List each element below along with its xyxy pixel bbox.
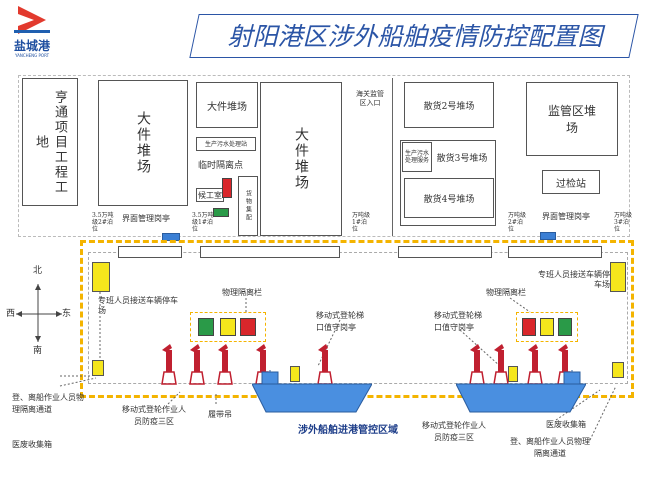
mobile-gangway-left-label: 移动式登轮梯口值守岗亭 [316, 311, 364, 332]
phys-barrier-right-frame [516, 312, 578, 342]
cargo-collection: 货物集配 [238, 176, 258, 236]
barrier-right-yellow [540, 318, 554, 336]
sewage-station-2: 生产污水处理服务 [402, 142, 432, 172]
border-booth-left-label: 界面管理岗亭 [122, 214, 170, 223]
ship-left-icon [252, 370, 372, 413]
loose-yard-2: 散货2号堆场 [404, 82, 494, 128]
parking-left [92, 262, 110, 292]
compass-icon [16, 284, 62, 342]
supervision-yard: 监管区堆场 [526, 82, 618, 156]
crawler-crane-label: 履带吊 [208, 410, 232, 419]
compass: 北 南 西 东 [6, 262, 72, 356]
small-yellow-left [92, 360, 104, 376]
border-booth-right-label: 界面管理岗亭 [542, 212, 590, 221]
compass-north: 北 [33, 266, 43, 276]
loose-yard-3: 散货3号堆场 [436, 153, 488, 164]
page-title: 射阳港区涉外船舶疫情防控配置图 [227, 22, 603, 51]
bulk-yard-3: 大件堆场 [260, 82, 342, 236]
quay-strip-1 [118, 246, 182, 258]
compass-south: 南 [33, 346, 43, 356]
mobile-gangway-right-label: 移动式登轮梯口值守岗亭 [434, 311, 482, 332]
isolation-green-room [213, 208, 229, 217]
small-yellow-mid [290, 366, 300, 382]
waste-bin-right-label: 医废收集箱 [546, 420, 586, 429]
quay-strip-4 [508, 246, 602, 258]
gangway-zone-right-label: 移动式登轮作业人员防疫三区 [422, 421, 486, 442]
border-booth-right [540, 232, 556, 240]
logo-mark-icon [14, 6, 50, 34]
shuttle-parking-left-label: 专班人员接送车辆停车场 [98, 296, 178, 315]
phys-barrier-left-frame [190, 312, 266, 342]
waste-bin-left-label: 医废收集箱 [12, 440, 52, 449]
shuttle-parking-right-label: 专班人员接送车辆停车场 [538, 270, 610, 289]
barrier-right-red [522, 318, 536, 336]
barrier-left-yellow [220, 318, 236, 336]
barrier-right-green [558, 318, 572, 336]
sewage-station-1: 生产污水处理站 [196, 137, 256, 151]
phys-barrier-left-label: 物理隔离栏 [222, 288, 262, 297]
quay-strip-3 [398, 246, 492, 258]
parking-right [610, 262, 626, 292]
loose-yard-4: 散货4号堆场 [404, 178, 494, 218]
bulk-yard-2: 大件堆场 [196, 82, 258, 128]
isolation-red-room [222, 178, 232, 198]
bulk-yard-1: 大件堆场 [98, 80, 188, 206]
compass-east: 东 [62, 309, 72, 319]
berth-10-1: 万吨级1#泊位 [352, 212, 371, 233]
berth-10-3: 万吨级3#泊位 [614, 212, 633, 233]
customs-entry-line [392, 78, 393, 236]
temporary-isolation-label: 临时隔离点 [198, 161, 244, 171]
quay-strip-2 [200, 246, 340, 258]
land-area [18, 75, 630, 237]
control-zone-label: 涉外船舶进港管控区域 [298, 425, 398, 436]
checkpoint: 过检站 [542, 170, 600, 194]
ship-right-icon [456, 370, 586, 413]
hengtong-site: 亨通项目工程工地 [22, 78, 78, 206]
logo-text: 盐城港 [13, 39, 50, 53]
barrier-left-green [198, 318, 214, 336]
phys-barrier-right-label: 物理隔离栏 [486, 288, 526, 297]
logo: 盐城港 YANCHENG PORT [8, 4, 56, 62]
berth-35-1: 3.5万吨级1#泊位 [192, 212, 214, 233]
berth-35-2: 3.5万吨级2#泊位 [92, 212, 114, 233]
customs-entry-label: 海关监管区入口 [356, 90, 384, 107]
logo-subtext: YANCHENG PORT [14, 53, 50, 58]
compass-west: 西 [6, 309, 16, 319]
barrier-left-red [240, 318, 256, 336]
boarding-channel-left-label: 登、离船作业人员物理隔离通道 [12, 393, 84, 414]
boarding-channel-right-label: 登、离船作业人员物理隔离通道 [510, 437, 590, 458]
wait-room: 候工室 [196, 188, 224, 202]
small-yellow-right [612, 362, 624, 378]
crane-zone-left-label: 移动式登轮作业人员防疫三区 [122, 405, 186, 426]
berth-10-2: 万吨级2#泊位 [508, 212, 527, 233]
